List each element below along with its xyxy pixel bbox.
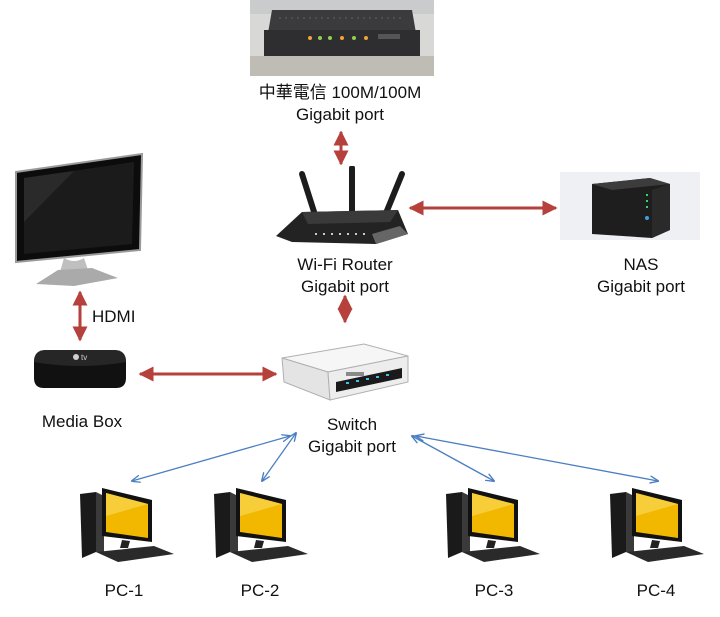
router-label: Wi-Fi Router Gigabit port — [260, 254, 430, 298]
pc1-label: PC-1 — [104, 581, 144, 600]
router-label-line1: Wi-Fi Router — [297, 255, 393, 274]
network-switch-icon — [281, 343, 409, 401]
switch-pc2-link — [262, 433, 296, 481]
desktop-pc-icon — [80, 488, 174, 562]
switch-label-line1: Switch — [326, 415, 378, 434]
wifi-router-icon — [276, 166, 408, 244]
pc2-label: PC-2 — [240, 581, 280, 600]
modem-label-line1: 中華電信 100M/100M — [258, 83, 422, 102]
router-label-line2: Gigabit port — [301, 277, 389, 296]
modem-icon — [250, 0, 434, 76]
nas-label: NAS Gigabit port — [576, 254, 706, 298]
nas-label-line1: NAS — [623, 255, 659, 274]
switch-label-line2: Gigabit port — [308, 437, 396, 456]
svg-text:tv: tv — [81, 353, 87, 362]
modem-label-line2: Gigabit port — [296, 105, 384, 124]
hdmi-label: HDMI — [92, 307, 136, 326]
nas-icon — [560, 172, 700, 240]
switch-pc4-link — [416, 436, 658, 481]
pc4-label: PC-4 — [636, 581, 676, 600]
nas-label-line2: Gigabit port — [597, 277, 685, 296]
desktop-pc-icon — [446, 488, 540, 562]
desktop-pc-icon — [610, 488, 704, 562]
media-box-label: Media Box — [41, 412, 123, 431]
switch-label: Switch Gigabit port — [270, 414, 434, 458]
apple-tv-box-icon: tv — [34, 350, 126, 388]
pc3-label: PC-3 — [474, 581, 514, 600]
desktop-pc-icon — [214, 488, 308, 562]
tv-monitor-icon — [15, 152, 144, 286]
modem-label: 中華電信 100M/100M Gigabit port — [220, 82, 460, 126]
